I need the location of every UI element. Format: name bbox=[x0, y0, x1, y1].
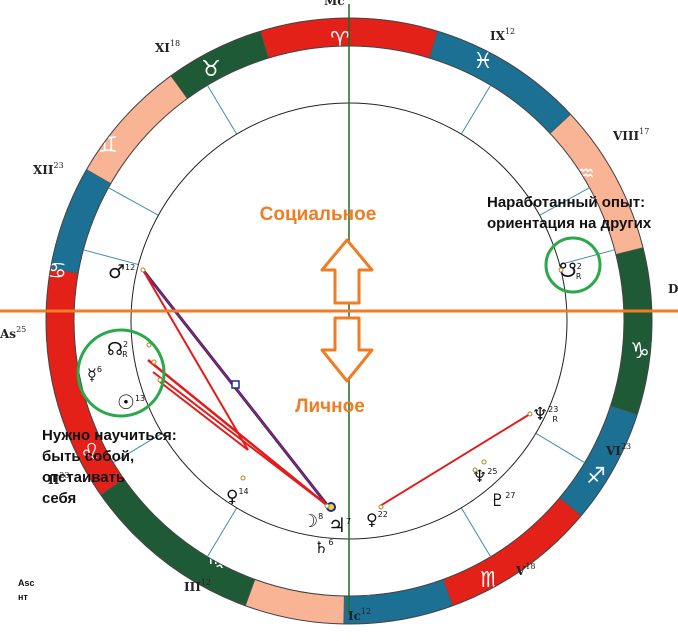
arrow-down-icon bbox=[320, 316, 374, 383]
zodiac-sign-glyph: ♐ bbox=[586, 464, 606, 489]
asc-note: Asc нт bbox=[18, 576, 35, 604]
house-cusp-line bbox=[460, 85, 492, 135]
zodiac-segment bbox=[429, 30, 572, 134]
zodiac-sign-glyph: ♋ bbox=[47, 259, 67, 284]
zodiac-segment bbox=[50, 169, 112, 274]
asc-line-1: Asc bbox=[18, 578, 35, 588]
social-label: Социальное bbox=[260, 204, 377, 225]
planet-position-dot bbox=[378, 504, 384, 510]
planet-position-dot bbox=[558, 267, 564, 273]
house-cusp-line bbox=[460, 507, 492, 557]
zodiac-sign-glyph: ♌ bbox=[80, 440, 100, 465]
zodiac-sign-glyph: ♍ bbox=[207, 545, 227, 570]
planet-glyph: ♀22 bbox=[366, 510, 388, 529]
planet-position-dot bbox=[140, 267, 146, 273]
zodiac-ring: ♈♓♒♑♐♏♎♍♌♋♊♉ bbox=[45, 17, 653, 625]
planet-position-dot bbox=[240, 475, 246, 481]
experience-line-2: ориентация на других bbox=[487, 215, 652, 232]
planet-position-dot bbox=[527, 411, 533, 417]
planet-glyph: ☿6 bbox=[87, 365, 102, 384]
planet-position-dot bbox=[146, 342, 152, 348]
aspect-line bbox=[159, 381, 249, 451]
house-label: V18 bbox=[515, 562, 536, 578]
planet-position-dot bbox=[157, 377, 163, 383]
planet-position-dot bbox=[151, 359, 157, 365]
learn-line-4: себя bbox=[42, 490, 77, 507]
house-cusp-line bbox=[206, 507, 238, 557]
zodiac-sign-glyph: ♑ bbox=[630, 339, 650, 364]
house-label: Mc bbox=[324, 0, 345, 8]
zodiac-segment bbox=[244, 579, 345, 625]
learn-line-2: быть собой, bbox=[42, 448, 135, 465]
zodiac-sign-glyph: ♓ bbox=[473, 49, 493, 74]
house-cusp-line bbox=[83, 249, 139, 266]
planet-position-dot bbox=[324, 503, 330, 509]
house-label: VIII17 bbox=[612, 127, 649, 143]
arrow-up-icon bbox=[320, 238, 374, 305]
zodiac-segment bbox=[442, 497, 582, 607]
house-label: IX12 bbox=[490, 27, 515, 43]
aspect-marker bbox=[231, 380, 240, 389]
learn-note: Нужно научиться: быть собой, отстаивать … bbox=[42, 425, 177, 509]
zodiac-sign-glyph: ♉ bbox=[201, 57, 221, 82]
personal-label: Личное bbox=[295, 396, 365, 417]
house-cusp-line bbox=[535, 432, 585, 464]
house-cusp-line bbox=[559, 249, 615, 266]
house-cusp-lines bbox=[83, 85, 615, 557]
zodiac-segment bbox=[610, 247, 653, 416]
north-node-highlight-circle bbox=[76, 328, 166, 418]
learn-line-3: отстаивать bbox=[42, 469, 126, 486]
aspect-line bbox=[379, 413, 531, 507]
house-cusp-line bbox=[108, 187, 159, 216]
house-label: XII23 bbox=[33, 161, 64, 177]
south-node-highlight-circle bbox=[544, 236, 602, 294]
aspect-lines bbox=[141, 269, 531, 512]
house-cusp-line bbox=[539, 187, 590, 216]
aspect-line bbox=[142, 269, 249, 451]
planet-glyph: ♀14 bbox=[226, 487, 249, 507]
experience-line-1: Наработанный опыт: bbox=[487, 194, 646, 211]
zodiac-segment bbox=[86, 75, 188, 184]
planet-position-dot bbox=[481, 459, 487, 465]
planet-glyph: ♂12 bbox=[108, 261, 135, 283]
house-cusp-line bbox=[113, 432, 163, 464]
house-label: XI18 bbox=[155, 39, 180, 55]
house-label: D bbox=[668, 282, 678, 296]
zodiac-segment bbox=[559, 405, 638, 517]
zodiac-sign-glyph: ♒ bbox=[575, 162, 595, 187]
experience-note: Наработанный опыт: ориентация на других bbox=[487, 192, 651, 234]
planet-glyph: ♇27 bbox=[490, 491, 515, 511]
planet-position-dot bbox=[472, 467, 478, 473]
aspect-line bbox=[152, 371, 329, 507]
planet-glyph: ♃7 bbox=[328, 513, 351, 537]
learn-line-1: Нужно научиться: bbox=[42, 427, 177, 444]
house-label: III12 bbox=[184, 578, 211, 594]
house-label: As25 bbox=[0, 325, 26, 341]
zodiac-sign-glyph: ♊ bbox=[98, 133, 118, 158]
house-cusp-line bbox=[206, 85, 238, 135]
planet-glyph: ♄6 bbox=[314, 538, 333, 557]
asc-line-2: нт bbox=[18, 592, 28, 602]
zodiac-sign-glyph: ♎ bbox=[352, 578, 372, 603]
aspect-line bbox=[147, 359, 329, 507]
house-label: VI23 bbox=[605, 442, 631, 458]
planet-glyph: ☽8 bbox=[302, 511, 323, 532]
zodiac-sign-glyph: ♈ bbox=[330, 28, 350, 53]
